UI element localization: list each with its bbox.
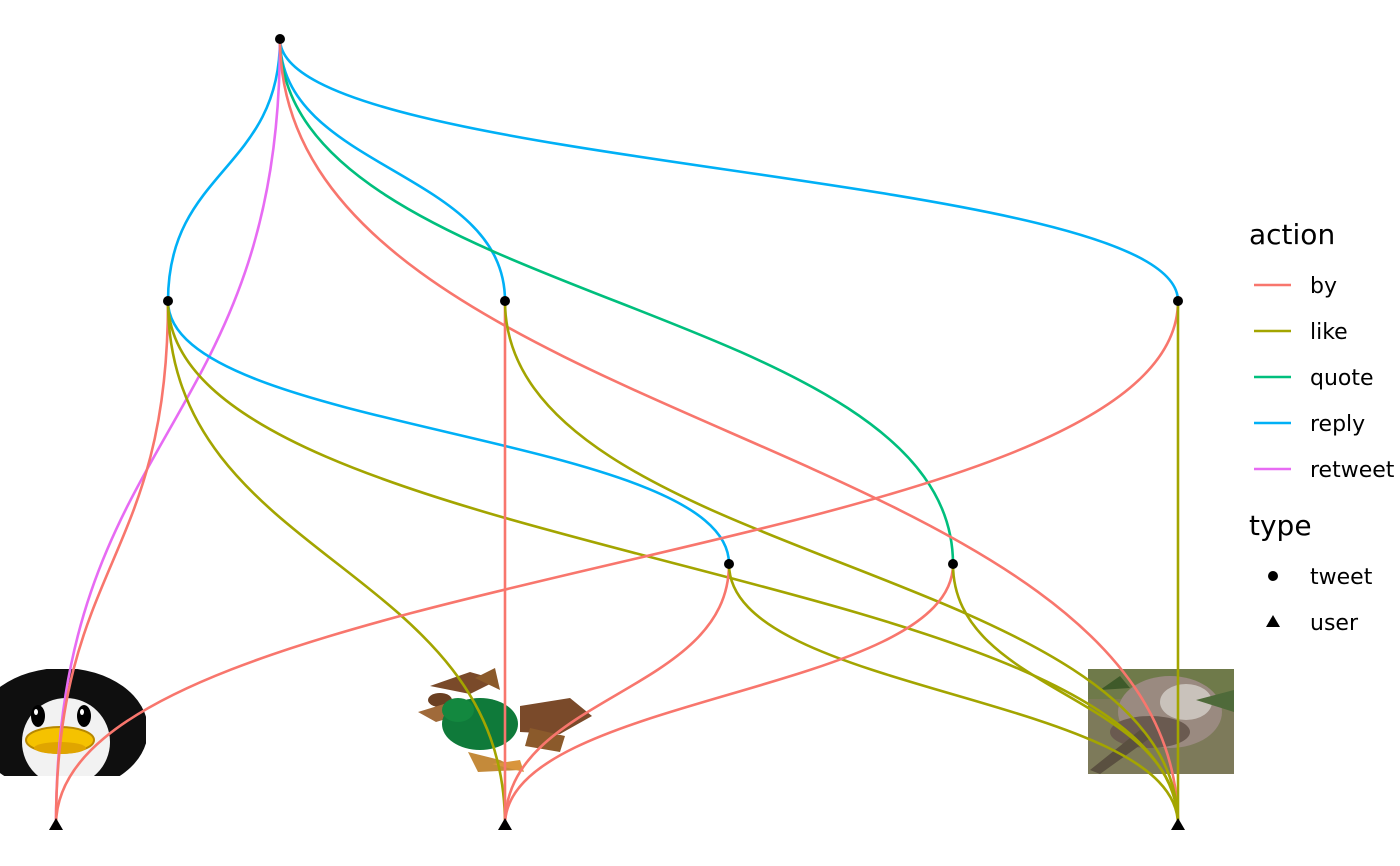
edge-like-t_b-u_photo [503,299,1180,827]
edge-by-t_d-u_rooster [503,562,731,827]
edge-reply-t_a-t_d [166,299,731,566]
edge-reply-t_root-t_c [278,37,1180,303]
edge-like-t_a-u_photo [166,299,1180,827]
node-tweet-t_c [1173,296,1183,306]
legend-symbol-user [1266,615,1280,627]
legend-label-like: like [1310,320,1348,345]
legend-symbol-tweet [1268,571,1278,581]
edge-by-t_e-u_rooster [503,562,955,827]
node-tweet-t_d [724,559,734,569]
edges-layer [54,37,1180,827]
legend-label-by: by [1310,274,1337,299]
legend: action by like quote reply retweet type twee… [1249,218,1395,636]
legend-label-reply: reply [1310,412,1365,437]
legend-label-quote: quote [1310,366,1374,391]
edge-reply-t_root-t_b [278,37,507,303]
edge-like-t_e-u_photo [951,562,1180,827]
node-tweet-t_a [163,296,173,306]
edge-quote-t_root-t_e [278,37,955,566]
node-tweet-t_b [500,296,510,306]
nodes-layer [49,34,1185,830]
legend-type-title: type [1249,509,1312,542]
legend-actions: by like quote reply retweet [1254,274,1395,483]
edge-like-t_a-u_rooster [166,299,507,827]
edge-by-t_root-u_photo [278,37,1180,827]
legend-label-retweet: retweet [1310,458,1395,483]
edge-reply-t_root-t_a [166,37,282,303]
edge-retweet-t_root-u_penguin [54,37,282,827]
node-user-u_penguin [49,818,63,830]
edge-by-t_a-u_penguin [54,299,170,827]
edge-like-t_d-u_photo [727,562,1180,827]
node-user-u_rooster [498,818,512,830]
legend-action-title: action [1249,218,1335,251]
avatar-penguin [0,669,146,776]
node-tweet-t_e [948,559,958,569]
legend-types: tweet user [1266,565,1373,636]
node-tweet-t_root [275,34,285,44]
legend-label-tweet: tweet [1310,565,1373,590]
node-user-u_photo [1171,818,1185,830]
edge-by-t_c-u_penguin [54,299,1180,827]
legend-label-user: user [1310,611,1359,636]
